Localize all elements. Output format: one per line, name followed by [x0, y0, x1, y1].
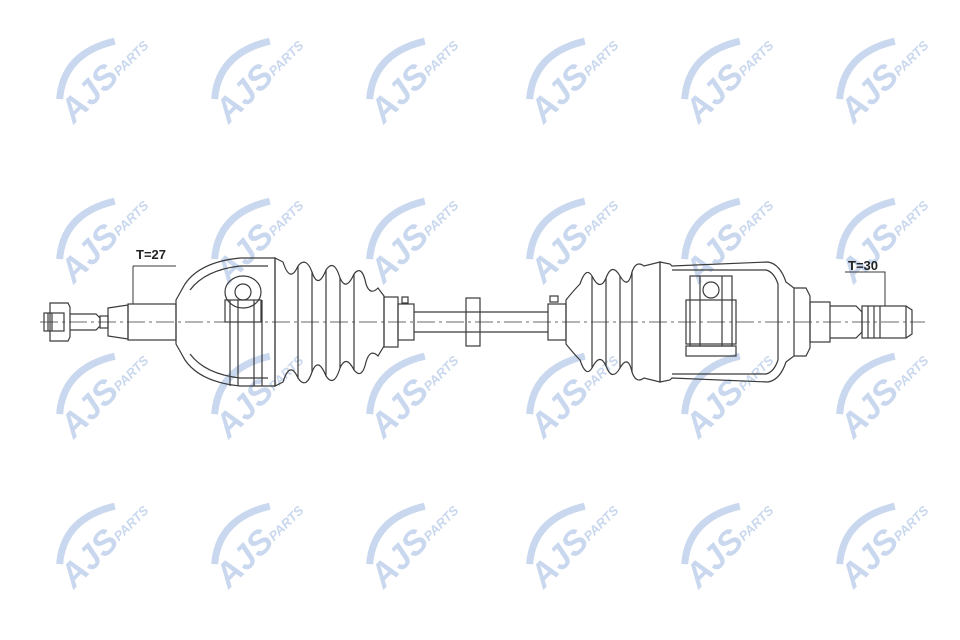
- left-label-leader: [132, 265, 176, 304]
- left-splined-stub: [43, 302, 177, 342]
- right-spline-label: T=30: [848, 258, 878, 273]
- left-boot: [274, 257, 415, 387]
- left-spline-label: T=27: [136, 247, 166, 262]
- left-cv-joint-housing: [175, 257, 276, 387]
- right-splined-stub: [809, 301, 913, 343]
- main-shaft: [414, 297, 548, 347]
- right-label-leader: [845, 271, 886, 306]
